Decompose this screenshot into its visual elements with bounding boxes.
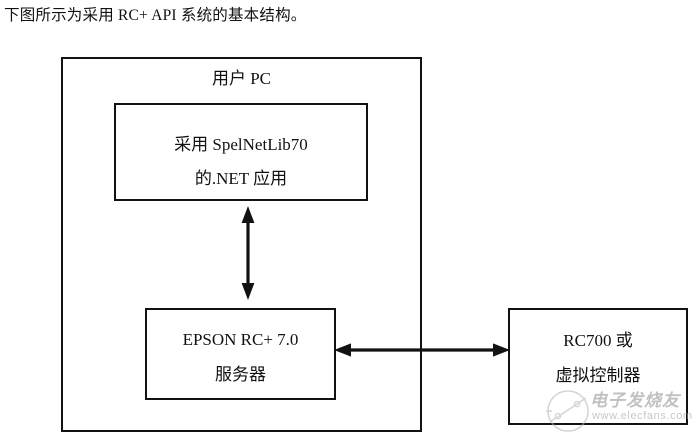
rc700-controller-line1: RC700 或 [563,331,633,350]
vertical-double-arrow-icon [241,206,255,300]
epson-rc-server-box: EPSON RC+ 7.0 服务器 [145,308,336,400]
page-caption: 下图所示为采用 RC+ API 系统的基本结构。 [4,7,307,24]
epson-rc-server-line1: EPSON RC+ 7.0 [182,330,299,349]
rc700-controller-box: RC700 或 虚拟控制器 [508,308,688,425]
dotnet-application-box: 采用 SpelNetLib70 的.NET 应用 [114,103,368,201]
epson-rc-server-line2: 服务器 [215,365,266,384]
user-pc-label: 用户 PC [211,69,272,88]
rc700-controller-line2: 虚拟控制器 [555,366,641,385]
dotnet-application-line1: 采用 SpelNetLib70 [174,135,308,154]
horizontal-double-arrow-icon [334,343,510,357]
dotnet-application-line2: 的.NET 应用 [194,169,288,188]
